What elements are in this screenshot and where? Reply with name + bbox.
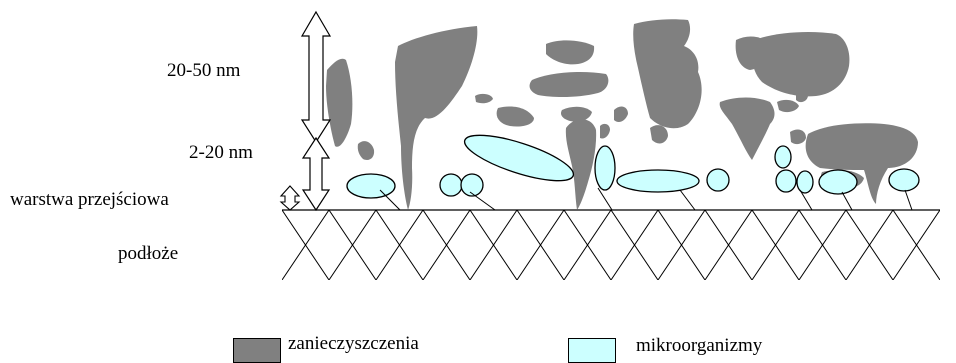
legend-label-contaminants: zanieczyszczenia (288, 334, 419, 353)
legend-swatch-microorganisms (568, 338, 616, 363)
arrow-2-20-nm (303, 138, 329, 210)
arrow-20-50-nm (302, 12, 330, 142)
legend-swatch-contaminants (233, 338, 281, 363)
legend-label-microorganisms: mikroorganizmy (636, 336, 762, 355)
substrate-hatch (282, 210, 940, 280)
arrow-transition-layer (281, 186, 299, 210)
